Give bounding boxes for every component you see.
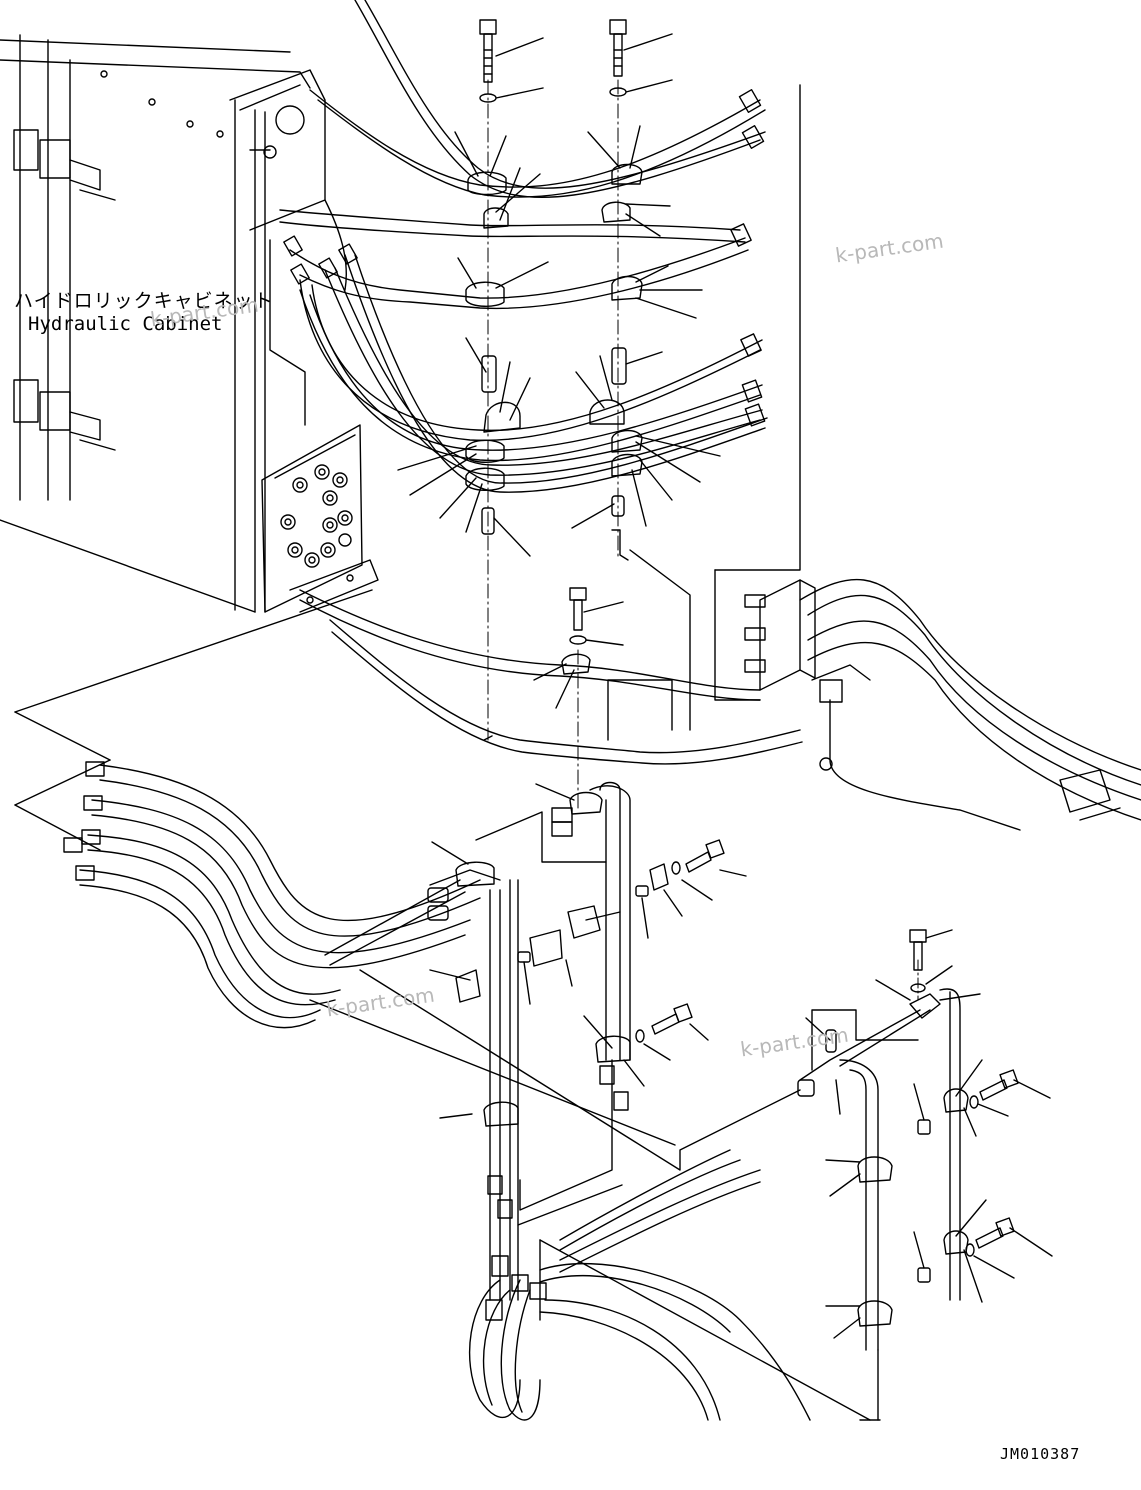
long-hose [299,589,803,765]
hydraulic-cabinet [0,34,326,613]
clamp [483,207,509,229]
lower-hose-bundle [14,589,481,1029]
port-plate [261,424,379,613]
spacer [611,347,627,385]
drawing-code: JM010387 [1000,1445,1081,1463]
clamp [467,171,507,196]
clamp [483,401,521,433]
cabinet-hinge-upper [13,129,116,201]
small-hardware [429,839,747,1061]
lower-pipes [324,781,871,1421]
bolt [479,19,497,83]
cabinet-label-jp: ハイドロリックキャビネット [14,290,274,312]
clamp [611,453,643,477]
clamp [465,467,505,491]
clamp [601,201,631,223]
cabinet-label-en: Hydraulic Cabinet [28,313,223,335]
clamp-stack-right [571,19,721,731]
valve-block [714,84,1141,831]
clamp [465,281,505,307]
clamp [611,429,643,453]
bolt [609,19,627,77]
spacer [481,355,497,393]
spacer [481,507,495,535]
bolt [651,1003,693,1035]
bolt [975,1217,1015,1249]
middle-clamp [533,587,673,811]
clamp [611,275,643,301]
clamp [465,439,505,463]
clamp [589,399,625,425]
clamp-stack-left [397,19,549,741]
spacer [611,495,625,517]
upper-hose-bundle [279,0,768,493]
bolt [685,839,725,873]
bracket [611,529,629,561]
cabinet-hinge-lower [13,379,116,451]
bolt [979,1069,1019,1101]
right-lower-assembly [797,929,1053,1421]
clamp [611,163,643,185]
